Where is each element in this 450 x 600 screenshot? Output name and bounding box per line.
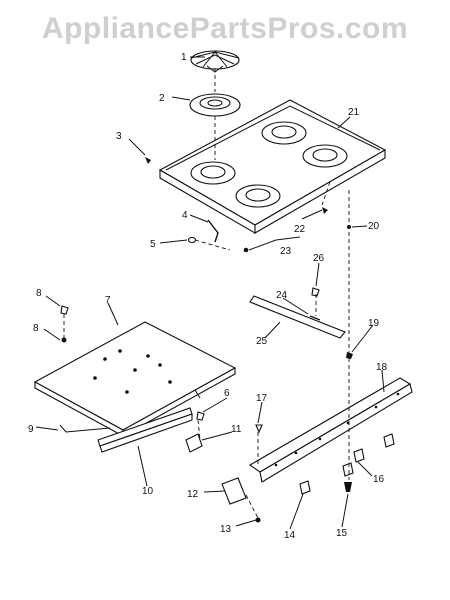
clip-11 xyxy=(185,433,203,453)
clip-5 xyxy=(187,236,197,244)
fastener-screw-3 xyxy=(145,157,151,164)
callout-labels: 1 2 3 4 5 6 7 8 8 9 10 11 12 13 14 15 16… xyxy=(28,52,388,541)
front-panel-18 xyxy=(248,377,413,483)
label-21: 21 xyxy=(348,107,360,118)
screw-15 xyxy=(344,482,352,492)
label-2: 2 xyxy=(159,93,165,104)
rail-bracket-10 xyxy=(97,407,193,453)
label-8-lower: 8 xyxy=(33,323,39,334)
alignment-lines xyxy=(63,68,350,519)
label-25: 25 xyxy=(256,336,268,347)
label-16: 16 xyxy=(373,474,385,485)
leader-lines xyxy=(35,56,385,530)
screw-6 xyxy=(196,411,205,421)
label-14: 14 xyxy=(284,530,296,541)
screw-23 xyxy=(243,247,249,253)
screw-26 xyxy=(311,287,320,297)
label-26: 26 xyxy=(313,253,325,264)
screw-17 xyxy=(255,424,263,434)
cooktop xyxy=(158,99,387,234)
screw-13 xyxy=(255,517,261,523)
screw-19 xyxy=(346,352,353,359)
screw-8-top xyxy=(60,305,69,315)
label-15: 15 xyxy=(336,528,348,539)
burner-spreader xyxy=(190,50,240,73)
label-17: 17 xyxy=(256,393,268,404)
label-11: 11 xyxy=(231,424,242,435)
label-13: 13 xyxy=(220,524,232,535)
label-18: 18 xyxy=(376,362,388,373)
burner-box xyxy=(33,321,237,437)
label-1: 1 xyxy=(181,52,187,63)
label-3: 3 xyxy=(116,131,122,142)
label-9: 9 xyxy=(28,424,34,435)
valve-spacers xyxy=(299,433,395,495)
label-20: 20 xyxy=(368,221,380,232)
label-10: 10 xyxy=(142,486,154,497)
burner-ring xyxy=(189,93,241,117)
strip-25 xyxy=(249,295,346,339)
label-19: 19 xyxy=(368,318,380,329)
bracket-4 xyxy=(207,219,219,243)
label-4: 4 xyxy=(182,210,188,221)
label-23: 23 xyxy=(280,246,292,257)
label-7: 7 xyxy=(105,295,111,306)
watermark: AppliancePartsPros.com xyxy=(41,12,409,45)
label-12: 12 xyxy=(187,489,199,500)
label-6: 6 xyxy=(224,388,230,399)
screw-22 xyxy=(322,207,328,214)
screw-8-lower xyxy=(61,337,67,343)
label-22: 22 xyxy=(294,224,306,235)
label-24: 24 xyxy=(276,290,288,301)
label-8-top: 8 xyxy=(36,288,42,299)
label-5: 5 xyxy=(150,239,156,250)
bracket-12 xyxy=(221,477,247,505)
